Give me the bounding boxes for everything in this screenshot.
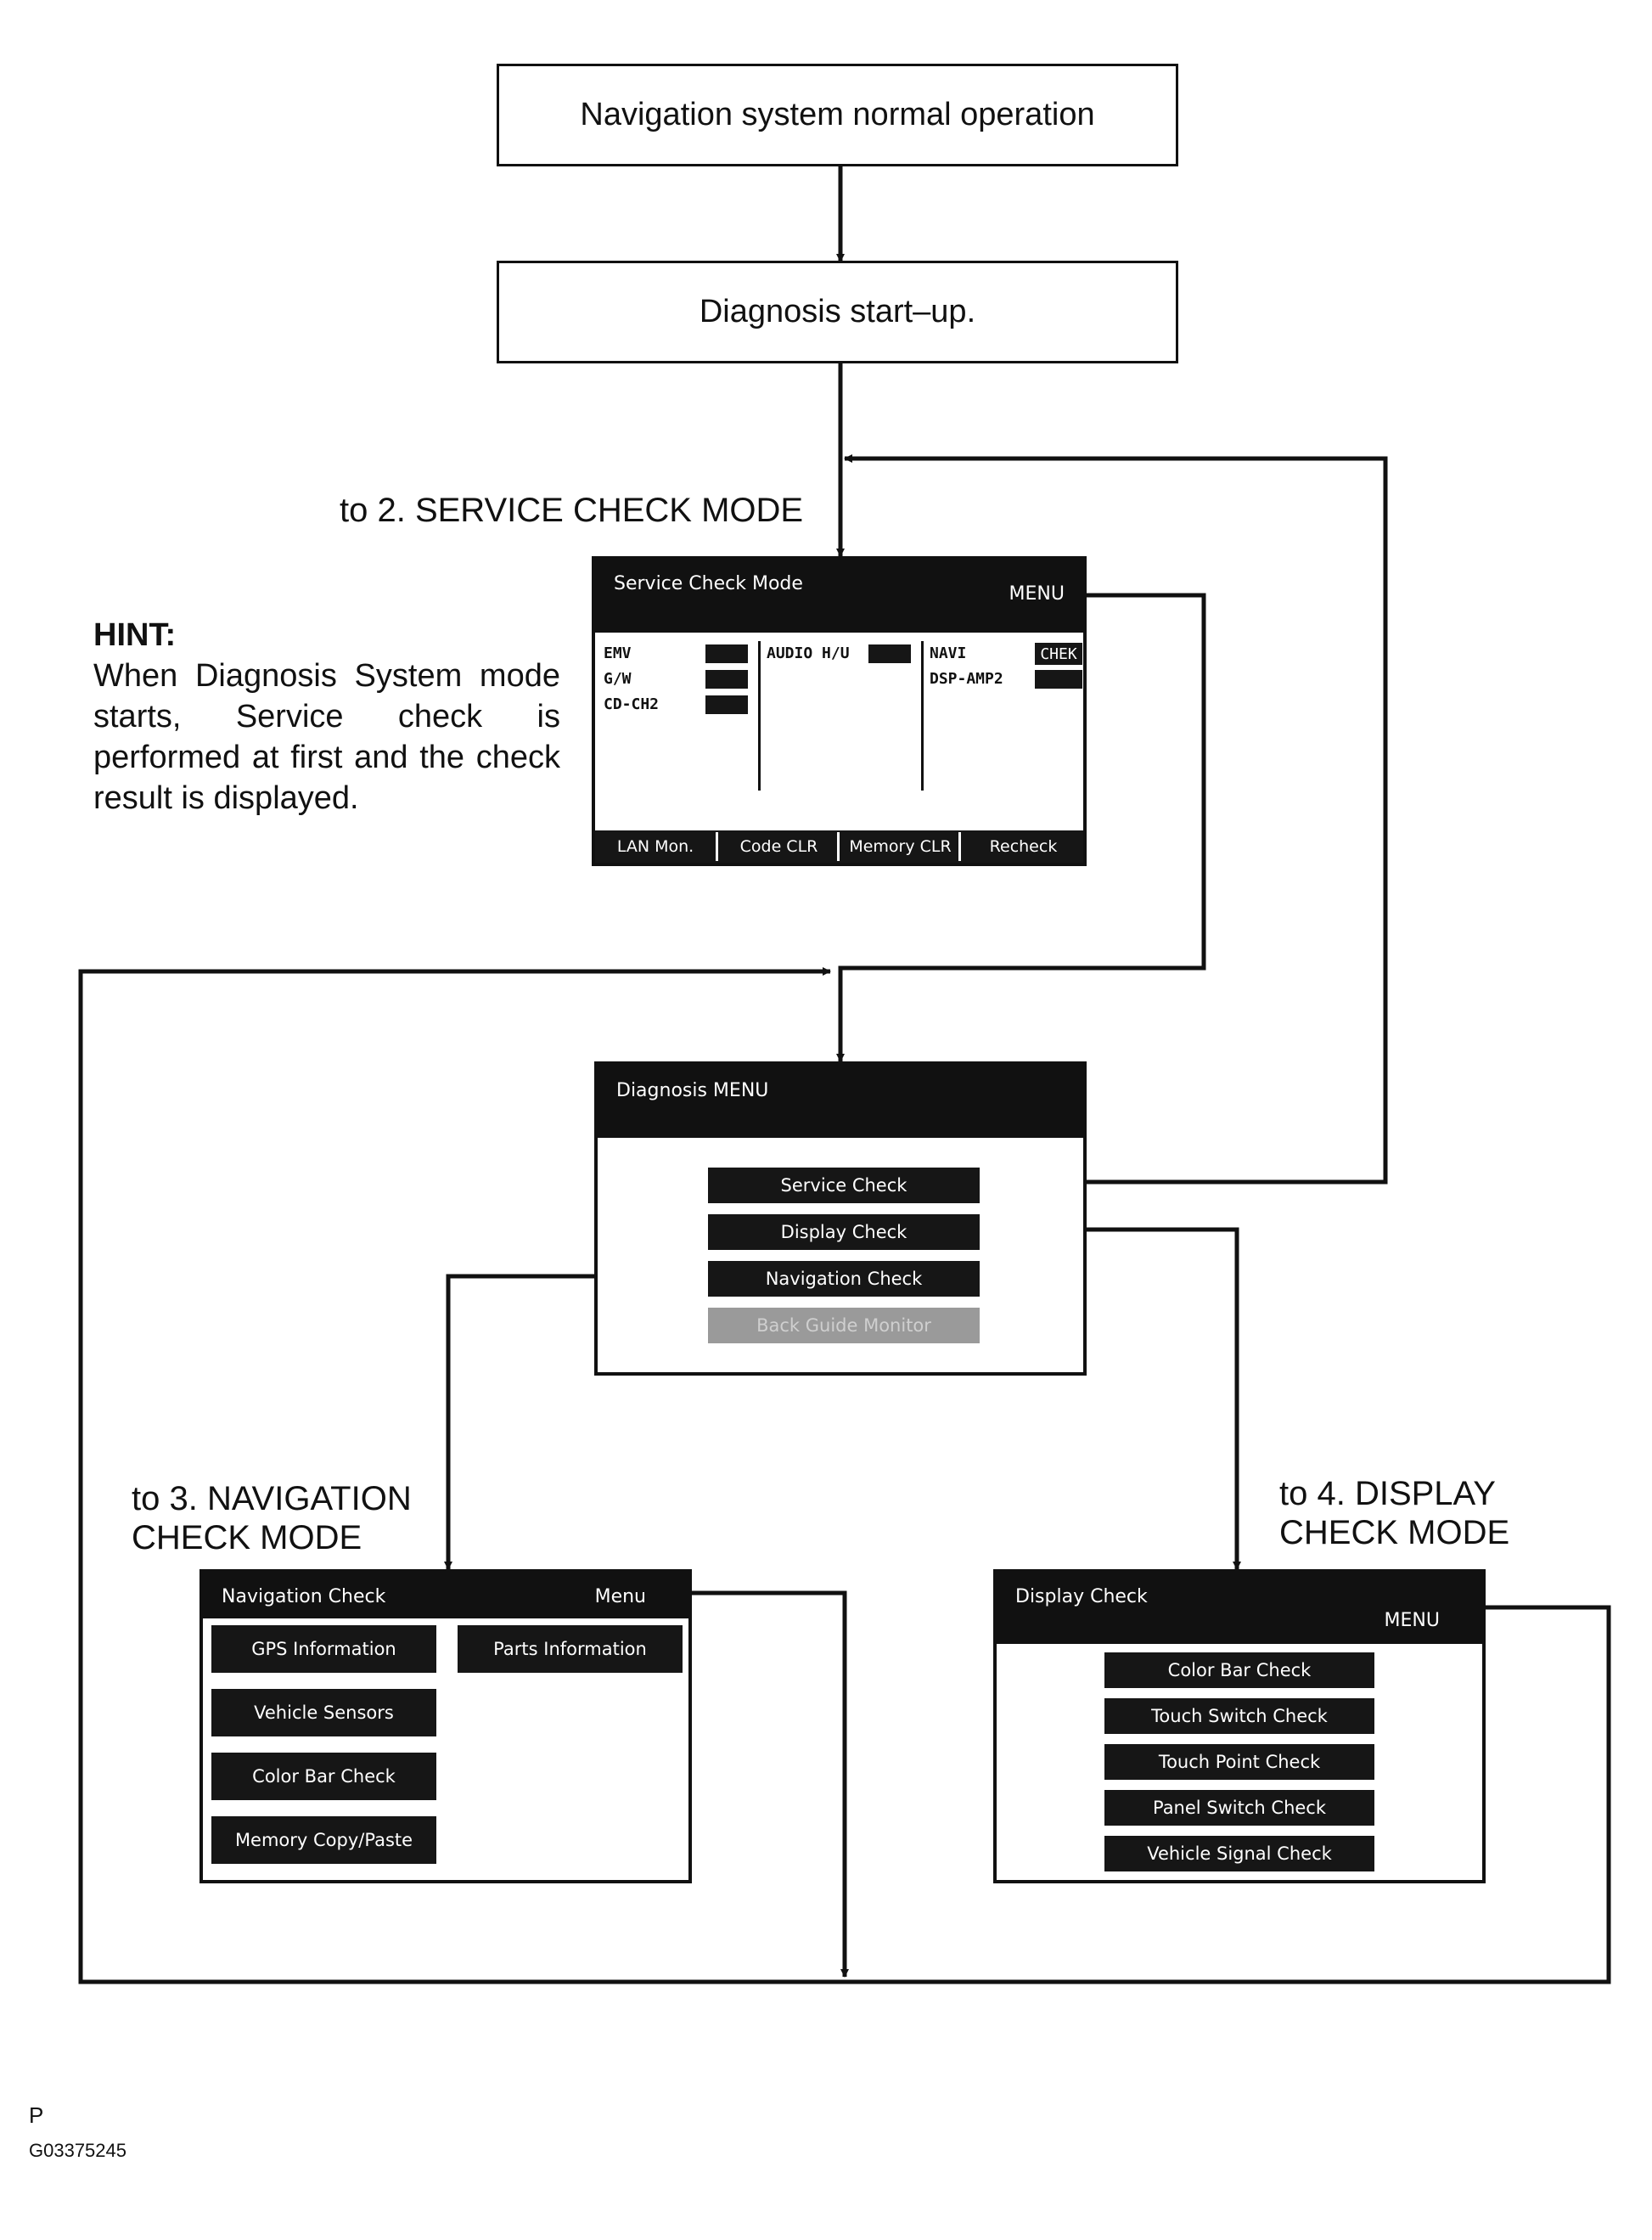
figure-code: G03375245	[29, 2140, 126, 2161]
to-display-line2: CHECK MODE	[1279, 1514, 1510, 1551]
to-display-check-label: to 4. DISPLAY CHECK MODE	[1279, 1474, 1509, 1552]
navigation-check-screen: Navigation Check Menu GPS Information Ve…	[199, 1569, 692, 1883]
status-block-dsp-amp2	[1035, 670, 1082, 689]
unit-cd-ch2: CD-CH2	[604, 695, 660, 713]
unit-emv: EMV	[604, 644, 632, 662]
to-navigation-check-label: to 3. NAVIGATION CHECK MODE	[132, 1479, 412, 1557]
status-block-audio-hu	[868, 644, 911, 663]
memory-clr-button[interactable]: Memory CLR	[837, 832, 961, 861]
display-check-header: Display Check MENU	[997, 1573, 1482, 1644]
status-block-gw	[705, 670, 748, 689]
service-footer-bar: LAN Mon. Code CLR Memory CLR Recheck	[595, 830, 1083, 863]
line-nav-menu-return	[692, 1590, 849, 1978]
code-clr-button[interactable]: Code CLR	[716, 832, 840, 861]
navigation-menu-button[interactable]: Menu	[594, 1586, 646, 1607]
service-menu-button[interactable]: MENU	[1009, 583, 1065, 605]
gps-information-button[interactable]: GPS Information	[211, 1625, 436, 1673]
color-bar-check-button[interactable]: Color Bar Check	[1104, 1652, 1374, 1688]
diagnosis-menu-title: Diagnosis MENU	[616, 1080, 769, 1101]
navigation-check-header: Navigation Check Menu	[203, 1573, 688, 1618]
column-divider-2	[921, 641, 924, 791]
back-guide-monitor-button: Back Guide Monitor	[708, 1308, 980, 1343]
vehicle-sensors-button[interactable]: Vehicle Sensors	[211, 1689, 436, 1736]
to-navigation-line2: CHECK MODE	[132, 1519, 362, 1556]
unit-gw: G/W	[604, 670, 632, 688]
display-check-screen: Display Check MENU Color Bar Check Touch…	[993, 1569, 1486, 1883]
hint-title: HINT:	[93, 617, 177, 653]
navigation-check-button[interactable]: Navigation Check	[708, 1261, 980, 1297]
line-service-menu-to-diag	[836, 593, 1206, 1062]
service-check-button[interactable]: Service Check	[708, 1168, 980, 1203]
status-block-cd-ch2	[705, 695, 748, 714]
line-service-check-loop	[844, 454, 1388, 1185]
hint-body: When Diagnosis System mode starts, Servi…	[93, 658, 560, 816]
to-navigation-line1: to 3. NAVIGATION	[132, 1480, 412, 1517]
diagnosis-menu-screen: Diagnosis MENU Service Check Display Che…	[594, 1061, 1087, 1376]
navigation-check-title: Navigation Check	[222, 1586, 386, 1607]
display-check-title: Display Check	[1015, 1586, 1148, 1607]
display-check-button[interactable]: Display Check	[708, 1214, 980, 1250]
normal-operation-box: Navigation system normal operation	[497, 64, 1178, 166]
normal-operation-label: Navigation system normal operation	[580, 97, 1095, 132]
color-bar-check-button[interactable]: Color Bar Check	[211, 1753, 436, 1800]
unit-navi: NAVI	[930, 644, 967, 662]
service-check-title: Service Check Mode	[614, 573, 803, 594]
hint-block: HINT: When Diagnosis System mode starts,…	[93, 615, 560, 819]
diagnosis-menu-header: Diagnosis MENU	[598, 1065, 1083, 1138]
memory-copy-paste-button[interactable]: Memory Copy/Paste	[211, 1816, 436, 1864]
unit-audio-hu: AUDIO H/U	[767, 644, 850, 662]
touch-point-check-button[interactable]: Touch Point Check	[1104, 1744, 1374, 1780]
service-check-screen: Service Check Mode MENU EMV G/W CD-CH2 A…	[592, 556, 1087, 866]
touch-switch-check-button[interactable]: Touch Switch Check	[1104, 1698, 1374, 1734]
display-menu-button[interactable]: MENU	[1384, 1610, 1440, 1631]
line-display-menu-return	[78, 967, 1611, 1984]
unit-dsp-amp2: DSP-AMP2	[930, 670, 1003, 688]
diagnosis-startup-box: Diagnosis start–up.	[497, 261, 1178, 363]
page-mark: P	[29, 2102, 44, 2128]
to-display-line1: to 4. DISPLAY	[1279, 1475, 1496, 1512]
to-service-check-label: to 2. SERVICE CHECK MODE	[340, 492, 804, 529]
column-divider-1	[758, 641, 761, 791]
status-block-emv	[705, 644, 748, 663]
vehicle-signal-check-button[interactable]: Vehicle Signal Check	[1104, 1836, 1374, 1871]
panel-switch-check-button[interactable]: Panel Switch Check	[1104, 1790, 1374, 1826]
service-check-header: Service Check Mode MENU	[595, 560, 1083, 633]
lan-mon-button[interactable]: LAN Mon.	[616, 837, 694, 856]
parts-information-button[interactable]: Parts Information	[458, 1625, 683, 1673]
recheck-button[interactable]: Recheck	[958, 832, 1086, 861]
navi-status-badge: CHEK	[1035, 643, 1082, 665]
diagnosis-startup-label: Diagnosis start–up.	[699, 294, 976, 329]
